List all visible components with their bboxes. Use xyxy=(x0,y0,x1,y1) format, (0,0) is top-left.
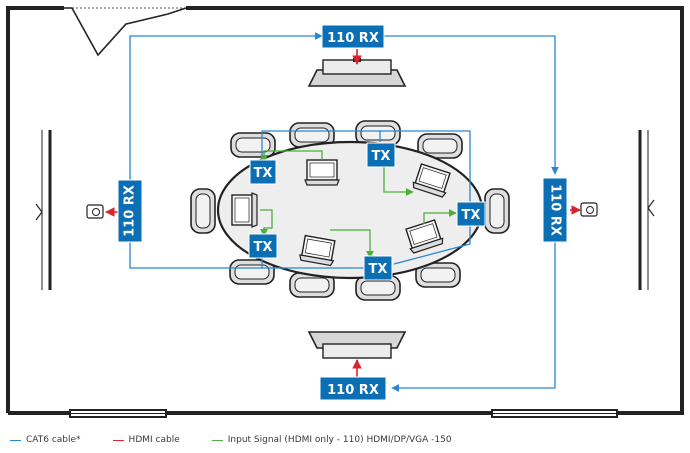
rx-bottom-label: 110 RX xyxy=(327,383,379,398)
legend-cat6-label: CAT6 cable* xyxy=(26,435,81,445)
tx-label-1: TX xyxy=(254,166,273,181)
tx-device-2: TX xyxy=(366,142,396,168)
legend-hdmi: HDMI cable xyxy=(112,435,180,445)
rx-bottom-device: 110 RX xyxy=(319,376,387,401)
display-icon xyxy=(307,331,407,359)
tx-label-5: TX xyxy=(369,262,388,277)
legend-input: Input Signal (HDMI only - 110) HDMI/DP/V… xyxy=(211,435,452,445)
tx-label-3: TX xyxy=(462,208,481,223)
rx-top-label: 110 RX xyxy=(327,31,379,46)
tx-device-3: TX xyxy=(456,201,486,227)
door-icon xyxy=(64,7,187,57)
tx-device-1: TX xyxy=(249,159,277,185)
legend-cat6-swatch xyxy=(10,439,21,441)
projector-icon xyxy=(86,204,104,219)
tx-label-4: TX xyxy=(254,240,273,255)
room-walls xyxy=(6,6,684,415)
cat6-cables xyxy=(129,32,559,392)
screen-left xyxy=(35,130,52,290)
tx-label-2: TX xyxy=(372,149,391,164)
room-windows xyxy=(69,409,618,418)
legend-cat6: CAT6 cable* xyxy=(10,435,81,445)
legend-hdmi-swatch xyxy=(112,439,124,441)
rx-top-device: 110 RX xyxy=(321,24,385,49)
rx-right-label: 110 RX xyxy=(548,184,563,236)
projector-icon xyxy=(580,202,598,217)
legend-hdmi-label: HDMI cable xyxy=(128,435,180,445)
rx-right-device: 110 RX xyxy=(542,177,568,243)
legend: CAT6 cable* HDMI cable Input Signal (HDM… xyxy=(10,432,484,448)
hdmi-cables xyxy=(105,49,581,377)
screen-right xyxy=(638,130,655,290)
tx-device-5: TX xyxy=(363,255,393,281)
legend-input-swatch xyxy=(211,439,223,441)
rx-left-label: 110 RX xyxy=(123,185,138,237)
input-signal-cables xyxy=(260,150,457,259)
tx-device-4: TX xyxy=(248,233,278,259)
rx-left-device: 110 RX xyxy=(117,179,143,243)
legend-input-label: Input Signal (HDMI only - 110) HDMI/DP/V… xyxy=(227,435,452,445)
